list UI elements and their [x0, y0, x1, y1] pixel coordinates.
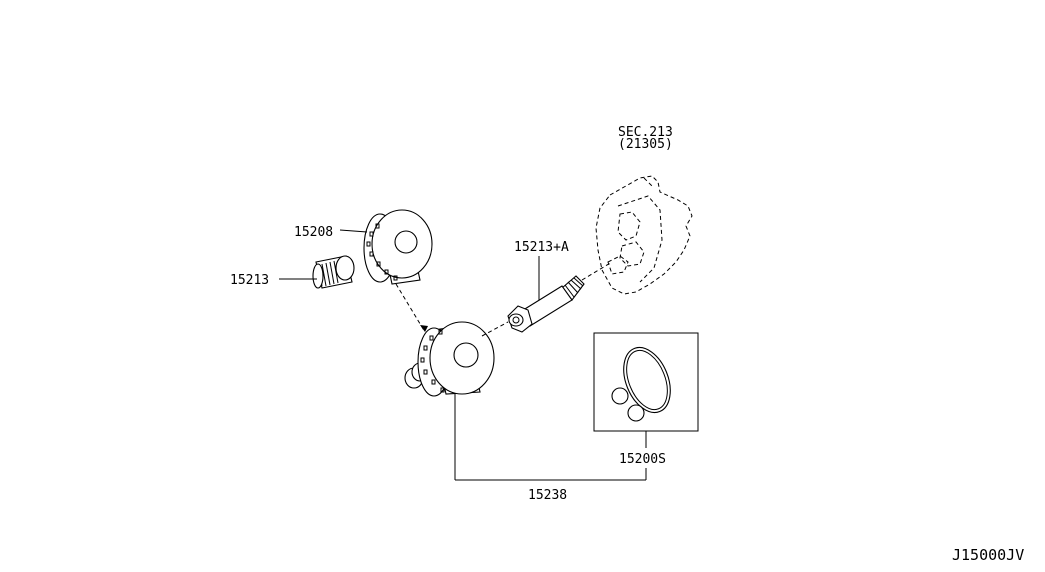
part-label-15238: 15238	[528, 488, 567, 503]
sec-ref-label: SEC.213	[618, 125, 673, 140]
leader-lines	[279, 229, 647, 481]
sec-ref-part-label: (21305)	[618, 137, 673, 152]
part-label-15213-a: 15213+A	[514, 240, 569, 255]
part-label-15213: 15213	[230, 273, 269, 288]
oil-cooler-housing	[595, 175, 693, 295]
filter-assembly-15238	[404, 321, 495, 397]
part-label-15208: 15208	[294, 225, 333, 240]
diagram-code: J15000JV	[952, 546, 1024, 564]
assembly-lines	[395, 261, 613, 337]
connector-bolt	[507, 275, 585, 333]
seal-kit-box	[593, 332, 699, 432]
filter-15208	[363, 209, 433, 285]
relief-spring	[312, 255, 355, 289]
part-label-15200s: 15200S	[619, 452, 666, 467]
arrow-head-icon	[420, 325, 428, 332]
